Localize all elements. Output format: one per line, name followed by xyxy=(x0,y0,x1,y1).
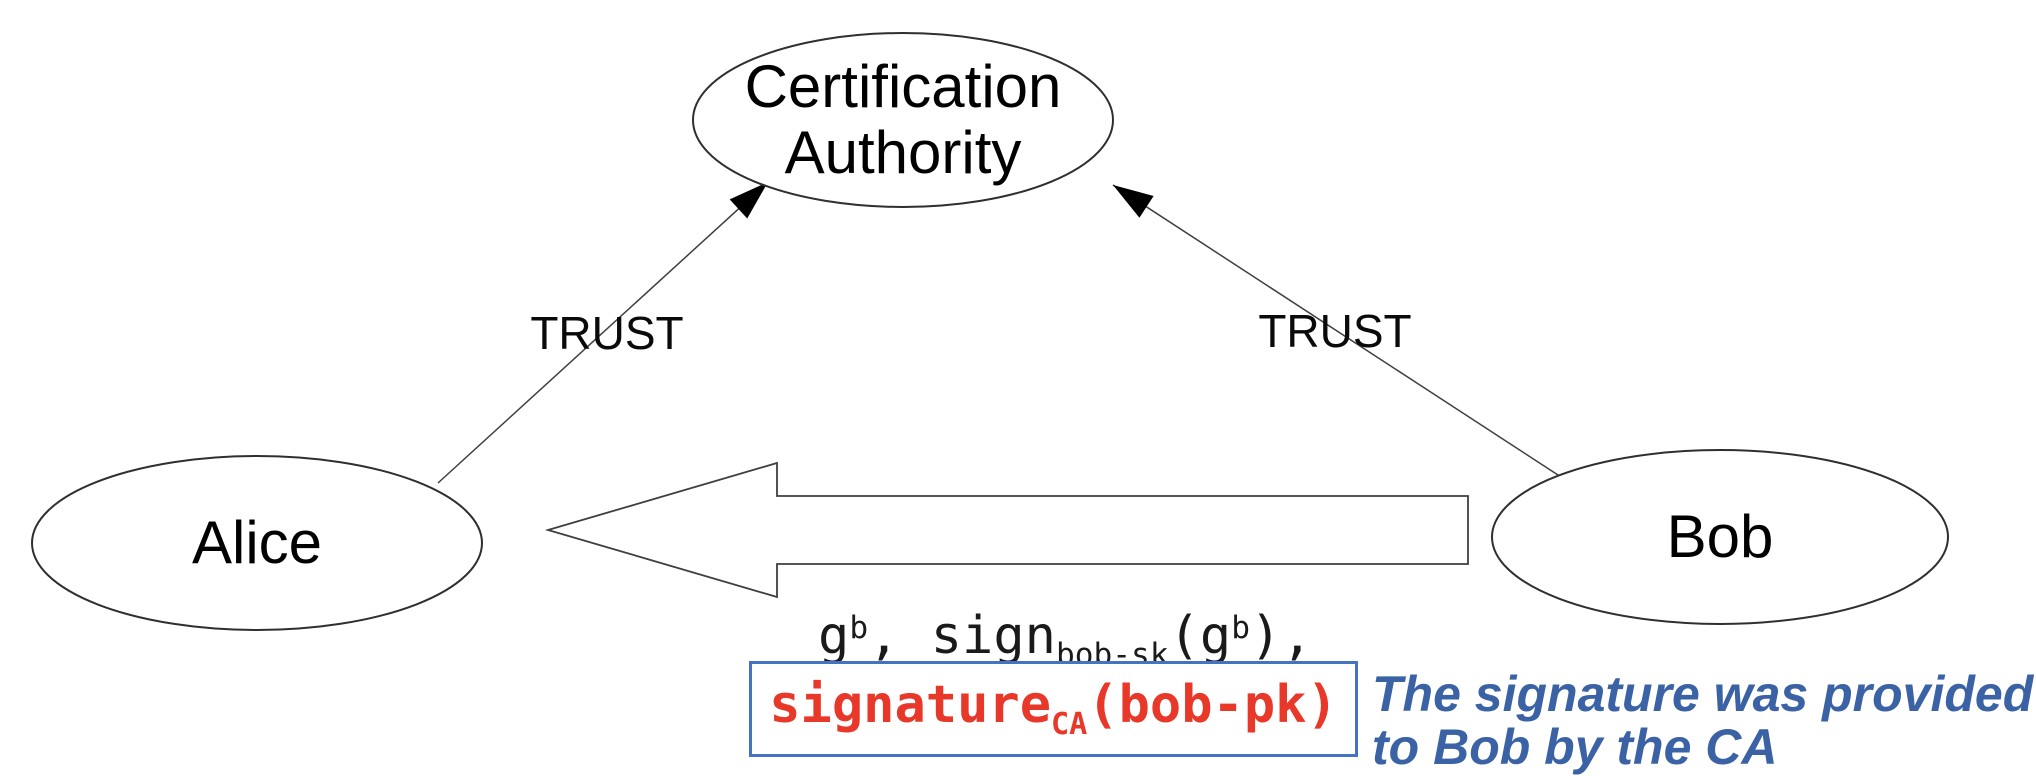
node-ca-label-line2: Authority xyxy=(784,119,1022,186)
formula-mid: , sign xyxy=(868,605,1056,666)
node-bob-ellipse xyxy=(1491,449,1949,625)
formula-g2-open: (g xyxy=(1168,605,1232,666)
formula-tail: ), xyxy=(1250,605,1313,666)
signature-text: signatureCA(bob-pk) xyxy=(769,675,1338,742)
edge-label-alice-trust: TRUST xyxy=(530,307,684,359)
signature-rest: (bob-pk) xyxy=(1087,675,1338,736)
node-ca-label-line1: Certification xyxy=(744,53,1062,120)
node-alice-label: Alice xyxy=(32,456,482,630)
signature-box: signatureCA(bob-pk) xyxy=(749,661,1358,757)
annotation-line1: The signature was provided xyxy=(1372,666,2034,722)
node-alice-ellipse xyxy=(31,455,483,631)
formula-g1: g xyxy=(818,605,850,666)
annotation-line2: to Bob by the CA xyxy=(1372,719,1778,775)
message-block-arrow xyxy=(544,461,1469,599)
node-ca-label: Certification Authority xyxy=(693,33,1113,207)
signature-base: signature xyxy=(769,675,1051,736)
annotation-note: The signature was provided to Bob by the… xyxy=(1372,668,2033,774)
edge-alice-to-ca xyxy=(437,181,769,484)
node-alice-label-text: Alice xyxy=(191,509,323,576)
formula-g1-sup: b xyxy=(849,610,869,646)
edge-bob-to-ca xyxy=(1112,184,1559,476)
signature-sub-ca: CA xyxy=(1051,707,1088,743)
formula-g2-sup: b xyxy=(1231,610,1251,646)
node-ca-ellipse xyxy=(692,32,1114,208)
edge-label-bob-trust: TRUST xyxy=(1258,305,1412,357)
node-bob-label-text: Bob xyxy=(1666,503,1774,570)
node-bob-label: Bob xyxy=(1492,450,1948,624)
